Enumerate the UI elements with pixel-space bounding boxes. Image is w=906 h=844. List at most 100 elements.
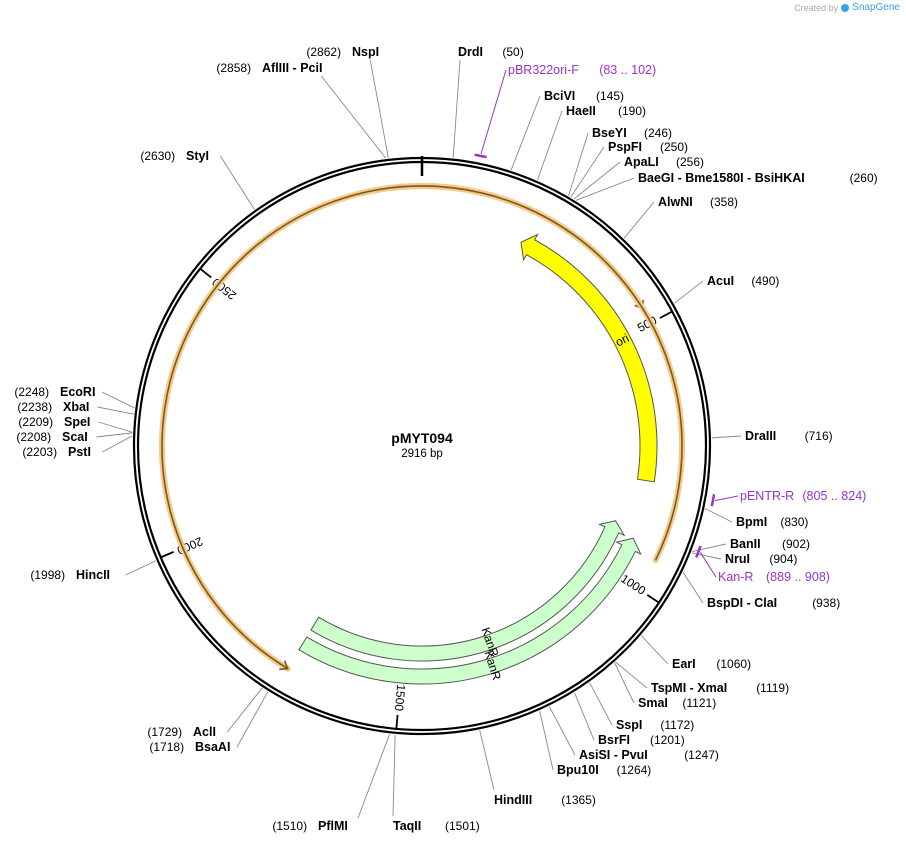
site-position: (938) (812, 596, 840, 610)
leader-bcivi (510, 95, 541, 171)
site-name-bpmi: BpmI (736, 515, 767, 529)
site-position: (1264) (617, 763, 652, 777)
feature-label-ori: ori (613, 331, 631, 350)
site-name-asisi-pvui: AsiSI - PvuI (579, 748, 648, 762)
site-name-apali: ApaLI (624, 155, 659, 169)
leader-sspi (589, 682, 613, 726)
leader-spei (98, 421, 133, 433)
site-position: (1729) (147, 725, 182, 739)
site-position: (2862) (306, 45, 341, 59)
site-name-baegi-bme1580i-bsihkai: BaeGI - Bme1580I - BsiHKAI (638, 171, 805, 185)
tick-mark-500 (659, 310, 673, 319)
tick-mark-1500 (395, 714, 399, 729)
leader-xbai (97, 406, 134, 415)
site-name-alwni: AlwNI (658, 195, 693, 209)
leader-afliii-pcii (320, 75, 387, 159)
site-name-spei: SpeI (64, 415, 90, 429)
primer-name-pBR322ori-F: pBR322ori-F (508, 63, 579, 77)
leader-ecori (101, 391, 135, 409)
site-name-drdi: DrdI (458, 45, 483, 59)
orf-line-orf-bottom (161, 185, 683, 670)
site-name-taqii: TaqII (393, 819, 421, 833)
primer-mark-pENTR-R (710, 494, 716, 507)
snapgene-logo-icon (841, 3, 850, 12)
site-position: (1247) (684, 748, 719, 762)
primer-name-pENTR-R: pENTR-R (740, 489, 794, 503)
site-position: (830) (780, 515, 808, 529)
primer-name-Kan-R: Kan-R (718, 570, 753, 584)
leader-baegi-bme1580i-bsihkai (575, 177, 635, 201)
leader-psti (102, 435, 133, 453)
leader-bpmi (704, 508, 733, 523)
credit-prefix: Created by (794, 2, 839, 13)
site-position: (2238) (17, 400, 52, 414)
site-name-smai: SmaI (638, 696, 668, 710)
site-position: (2858) (216, 61, 251, 75)
leader-bsaai (236, 691, 269, 748)
site-name-nrui: NruI (725, 552, 750, 566)
site-position: (2630) (140, 149, 175, 163)
site-position: (145) (596, 89, 624, 103)
backbone-inner-strand (136, 160, 708, 732)
leader-bpu10i (539, 710, 554, 771)
primer-marks: pBR322ori-F(83 .. 102)pENTR-R(805 .. 824… (474, 63, 866, 584)
site-name-bspdi-clai: BspDI - ClaI (707, 596, 777, 610)
leader-drdi (452, 59, 461, 158)
plasmid-backbone (132, 156, 712, 736)
site-name-styi: StyI (186, 149, 209, 163)
site-position: (1501) (445, 819, 480, 833)
leader-pflmi (357, 734, 390, 819)
tick-label-1000: 1000 (618, 571, 648, 598)
site-position: (358) (710, 195, 738, 209)
site-name-bpu10i: Bpu10I (557, 763, 599, 777)
leader-acli (227, 687, 263, 733)
leader-bseyi (568, 132, 589, 196)
site-name-acli: AclI (193, 725, 216, 739)
leader-taqii (392, 734, 396, 817)
leader-eari (640, 635, 669, 665)
site-name-bsrfi: BsrFI (598, 733, 630, 747)
orf-line-orf-top (357, 185, 644, 309)
tick-label-1500: 1500 (392, 684, 408, 712)
feature-kanr-2 (298, 537, 642, 685)
site-position: (1121) (682, 696, 716, 710)
orf-band-orf-top (354, 183, 646, 312)
site-name-afliii-pcii: AflIII - PciI (262, 61, 322, 75)
site-position: (2203) (22, 445, 57, 459)
site-name-draiii: DraIII (745, 429, 776, 443)
leader-draiii (711, 435, 742, 439)
primer-leader-Kan-R (699, 552, 717, 578)
leader-tspmi-xmai (615, 661, 648, 689)
leader-acui (674, 280, 704, 304)
site-position: (490) (751, 274, 779, 288)
site-name-ecori: EcoRI (60, 385, 95, 399)
site-position: (2208) (16, 430, 51, 444)
site-position: (1510) (272, 819, 307, 833)
site-name-bcivi: BciVI (544, 89, 575, 103)
site-position: (256) (676, 155, 704, 169)
orf-head-orf-bottom (279, 660, 289, 671)
site-position: (50) (502, 45, 523, 59)
leader-hincii (125, 560, 156, 576)
leader-bsrfi (574, 692, 595, 741)
plasmid-length: 2916 bp (401, 448, 443, 460)
primer-leader-pBR322ori-F (480, 69, 507, 155)
primer-mark-pBR322ori-F (474, 153, 487, 159)
credit-brand: SnapGene (852, 2, 900, 13)
site-name-sspi: SspI (616, 718, 642, 732)
site-position: (1201) (650, 733, 685, 747)
primer-leader-pENTR-R (714, 495, 739, 502)
site-position: (1718) (149, 740, 184, 754)
site-position: (904) (769, 552, 797, 566)
leader-smai (614, 662, 635, 704)
site-position: (1119) (756, 681, 789, 695)
feature-kanr-1 (310, 520, 626, 662)
site-name-acui: AcuI (707, 274, 734, 288)
site-name-nspi: NspI (352, 45, 379, 59)
leader-pspfi (570, 146, 605, 198)
primer-mark-Kan-R (695, 545, 702, 558)
site-name-pflmi: PflMI (318, 819, 348, 833)
site-name-hindiii: HindIII (494, 793, 532, 807)
site-position: (250) (660, 140, 688, 154)
